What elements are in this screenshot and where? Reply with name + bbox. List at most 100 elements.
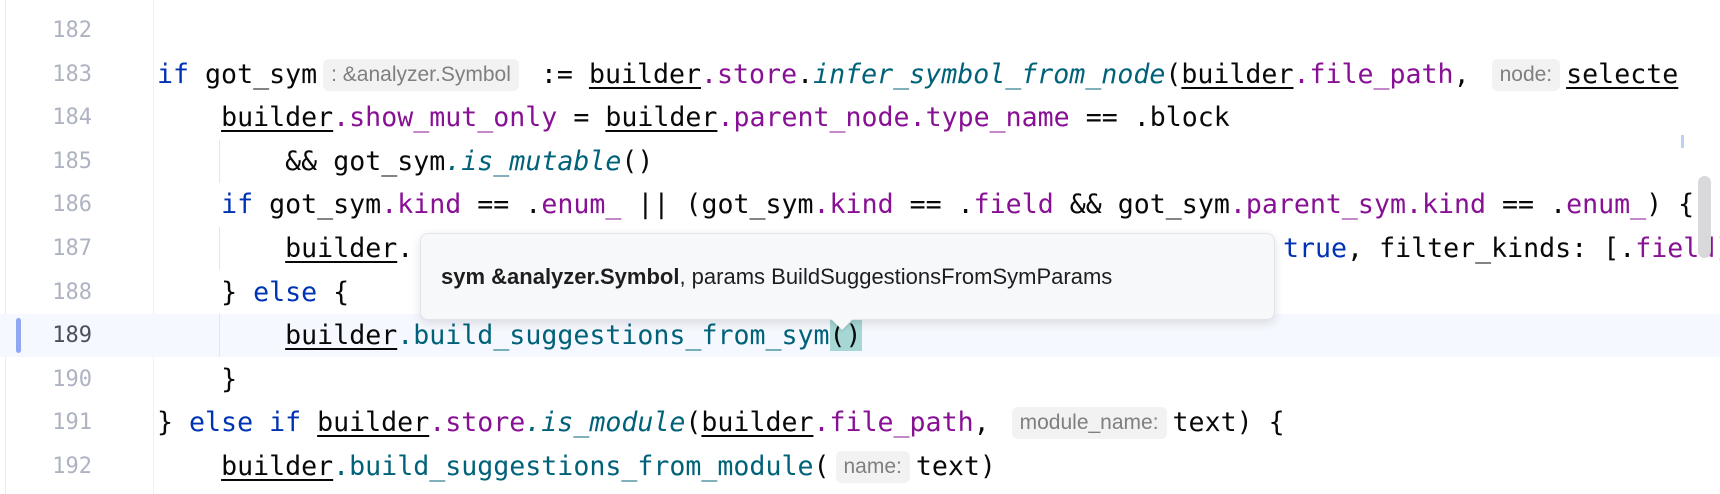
line-number: 189 bbox=[52, 323, 92, 349]
line-number: 183 bbox=[52, 61, 92, 87]
code-token: .is_module bbox=[525, 407, 686, 439]
code-token: else if bbox=[189, 407, 302, 439]
code-token: . bbox=[797, 58, 814, 90]
code-token: == . bbox=[461, 189, 542, 221]
code-token: , bbox=[973, 407, 1006, 439]
code-token: enum_ bbox=[1566, 189, 1647, 221]
code-token: builder bbox=[285, 233, 398, 264]
indent-guide bbox=[219, 314, 220, 357]
parameter-info-tooltip: sym &analyzer.Symbol, params BuildSugges… bbox=[420, 233, 1275, 320]
code-token: ( bbox=[813, 451, 830, 482]
line-number: 188 bbox=[52, 279, 92, 305]
code-token: true bbox=[1283, 233, 1348, 264]
code-token: && got_sym bbox=[1053, 189, 1230, 221]
code-token: .build_suggestions_from_module bbox=[333, 451, 814, 482]
tooltip-params: , params BuildSuggestionsFromSymParams bbox=[679, 264, 1113, 289]
code-text-tail: true, filter_kinds: [.field] bbox=[1283, 227, 1720, 270]
code-line[interactable]: 182 bbox=[0, 9, 1720, 52]
code-text: if got_sym: &analyzer.Symbol := builder.… bbox=[157, 53, 1678, 96]
tooltip-signature: sym &analyzer.Symbol bbox=[441, 264, 680, 289]
line-number: 184 bbox=[52, 105, 92, 131]
code-token: = bbox=[557, 102, 606, 134]
code-line[interactable]: 183 if got_sym: &analyzer.Symbol := build… bbox=[0, 53, 1720, 96]
code-token: text) bbox=[915, 451, 996, 482]
code-line[interactable]: 192 builder.build_suggestions_from_module… bbox=[0, 445, 1720, 488]
code-token: infer_symbol_from_node bbox=[813, 58, 1166, 90]
code-token: () bbox=[621, 145, 654, 177]
code-token: got_sym bbox=[253, 189, 382, 221]
tooltip-arrow bbox=[830, 318, 854, 330]
code-token: == . bbox=[893, 189, 974, 221]
line-number: 186 bbox=[52, 192, 92, 218]
code-token: .file_path bbox=[813, 407, 974, 439]
code-token: ] bbox=[1715, 233, 1720, 264]
code-token: , bbox=[1453, 58, 1486, 90]
code-token: .store bbox=[429, 407, 526, 439]
code-token: builder bbox=[1181, 58, 1294, 90]
code-token: .show_mut_only bbox=[333, 102, 558, 134]
vertical-scrollbar[interactable] bbox=[1698, 176, 1711, 258]
code-token: builder bbox=[605, 102, 718, 134]
code-text: builder.build_suggestions_from_module(na… bbox=[221, 445, 996, 488]
code-token: .is_mutable bbox=[445, 145, 622, 177]
code-token: if bbox=[221, 189, 254, 221]
code-token: .kind bbox=[381, 189, 462, 221]
line-number: 190 bbox=[52, 366, 92, 392]
code-token: } bbox=[157, 407, 190, 439]
change-marker[interactable] bbox=[16, 318, 21, 354]
code-line[interactable]: 185 && got_sym.is_mutable() bbox=[0, 140, 1720, 183]
code-token: field bbox=[973, 189, 1054, 221]
code-token bbox=[301, 407, 317, 438]
code-token: builder bbox=[701, 407, 814, 439]
code-token: else bbox=[253, 276, 318, 308]
scrollbar-change-mark[interactable] bbox=[1681, 135, 1684, 148]
code-token: , filter_kinds: [. bbox=[1347, 233, 1636, 264]
code-line[interactable]: 191 } else if builder.store.is_module(bui… bbox=[0, 401, 1720, 444]
code-text: builder.build_suggestions_from_sym() bbox=[285, 314, 862, 357]
code-text: } else if builder.store.is_module(builde… bbox=[157, 401, 1285, 444]
code-text: && got_sym.is_mutable() bbox=[285, 140, 653, 183]
code-token: { bbox=[317, 276, 350, 308]
code-token: } bbox=[221, 363, 238, 395]
code-token: builder bbox=[285, 320, 398, 352]
code-token: .file_path bbox=[1293, 58, 1454, 90]
code-token: .store bbox=[701, 58, 798, 90]
code-token: enum_ bbox=[541, 189, 622, 221]
code-token: } bbox=[221, 276, 254, 308]
code-text: if got_sym.kind == .enum_ || (got_sym.ki… bbox=[221, 183, 1694, 226]
gutter-divider bbox=[153, 0, 154, 494]
code-token: && got_sym bbox=[285, 145, 446, 177]
code-token: .kind bbox=[813, 189, 894, 221]
code-token: builder bbox=[588, 58, 702, 90]
code-token: .build_suggestions_from_sym bbox=[397, 320, 830, 352]
inlay-hint: name: bbox=[835, 451, 910, 483]
code-text: builder.show_mut_only = builder.parent_n… bbox=[221, 96, 1230, 139]
code-token: builder bbox=[221, 102, 334, 134]
code-text: builder. bbox=[285, 227, 413, 270]
code-token: || (got_sym bbox=[621, 189, 814, 221]
code-text: } bbox=[221, 358, 237, 401]
inlay-hint: node: bbox=[1491, 58, 1561, 91]
indent-guide bbox=[219, 140, 220, 183]
code-token: if bbox=[157, 58, 190, 90]
line-number: 185 bbox=[52, 148, 92, 174]
code-line[interactable]: 188} else { bbox=[0, 271, 1720, 314]
code-line[interactable]: 189 builder.build_suggestions_from_sym() bbox=[0, 314, 1720, 358]
line-number: 192 bbox=[52, 454, 92, 479]
code-token: builder bbox=[317, 407, 430, 439]
code-token: ( bbox=[1165, 58, 1182, 90]
line-number: 191 bbox=[52, 410, 92, 436]
code-token: .parent_sym.kind bbox=[1229, 189, 1487, 221]
inlay-hint: : &analyzer.Symbol bbox=[323, 58, 519, 91]
indent-guide bbox=[219, 227, 220, 270]
line-number: 187 bbox=[52, 236, 92, 261]
code-token: builder bbox=[221, 451, 334, 482]
editor-left-border bbox=[5, 0, 6, 494]
code-text: } else { bbox=[221, 271, 349, 314]
code-token: selecte bbox=[1566, 58, 1679, 90]
code-line[interactable]: 190} bbox=[0, 358, 1720, 401]
code-token: .parent_node.type_name bbox=[717, 102, 1070, 134]
